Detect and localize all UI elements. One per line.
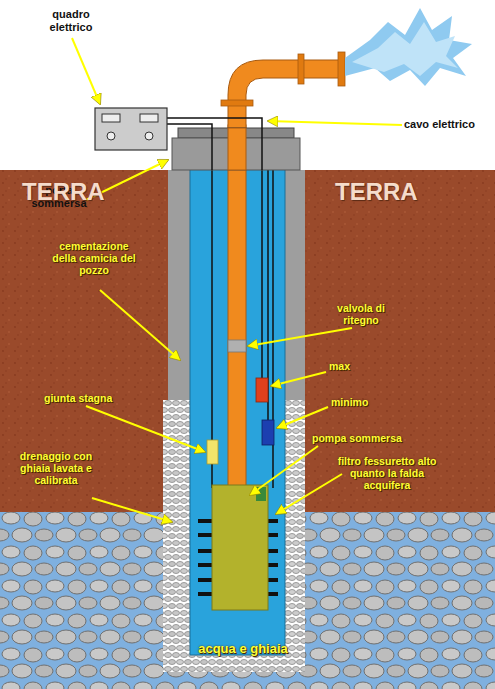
pipe-flange [298, 54, 304, 84]
submersible-pump [212, 485, 268, 610]
leader-arrow [86, 406, 205, 452]
check-valve [228, 340, 246, 352]
part-label: cementazione della camicia del pozzo [46, 240, 142, 276]
control-panel [95, 108, 167, 150]
ground-label: TERRA [335, 178, 445, 206]
part-label: cavo elettrico [404, 118, 494, 131]
delivery-pipe [228, 125, 246, 487]
ground-label: acqua e ghiaia [178, 642, 308, 657]
min-float [262, 420, 274, 445]
leader-arrow [92, 498, 172, 522]
leader-arrow [248, 328, 352, 346]
panel-box [95, 108, 167, 150]
panel-knob [107, 132, 115, 140]
water-spray [345, 8, 472, 86]
part-label: minimo [331, 396, 391, 408]
part-label: pompa sommersa [312, 432, 422, 444]
part-label: quadro elettrico [40, 8, 102, 33]
panel-display [140, 114, 158, 122]
leader-arrow [277, 407, 328, 428]
power-cable [167, 118, 262, 170]
leader-arrows [72, 38, 402, 522]
leader-arrow [268, 121, 402, 125]
cable-wire [167, 124, 212, 170]
leader-arrow [250, 446, 318, 495]
part-label: valvola di ritegno [330, 302, 392, 326]
max-float [256, 378, 268, 402]
watertight-joint [207, 440, 218, 464]
pipe-flange [338, 52, 345, 86]
float-cable [261, 170, 263, 380]
pipe-through-cap [228, 128, 246, 170]
pipe-flange [221, 100, 253, 106]
part-label: filtro fessuretto alto quanto la falda a… [336, 455, 438, 491]
panel-knob [145, 132, 153, 140]
water-spray [352, 22, 458, 76]
part-label: giunta stagna [44, 392, 144, 404]
panel-display [102, 114, 120, 122]
leader-arrow [276, 474, 342, 514]
leader-arrow [72, 38, 100, 104]
leader-arrow [100, 290, 180, 360]
leader-arrow [271, 372, 326, 386]
cable-wire [167, 118, 262, 170]
part-label: max [329, 360, 369, 372]
part-label: drenaggio con ghiaia lavata e calibrata [14, 450, 98, 486]
ground-label: TERRA [22, 178, 132, 206]
